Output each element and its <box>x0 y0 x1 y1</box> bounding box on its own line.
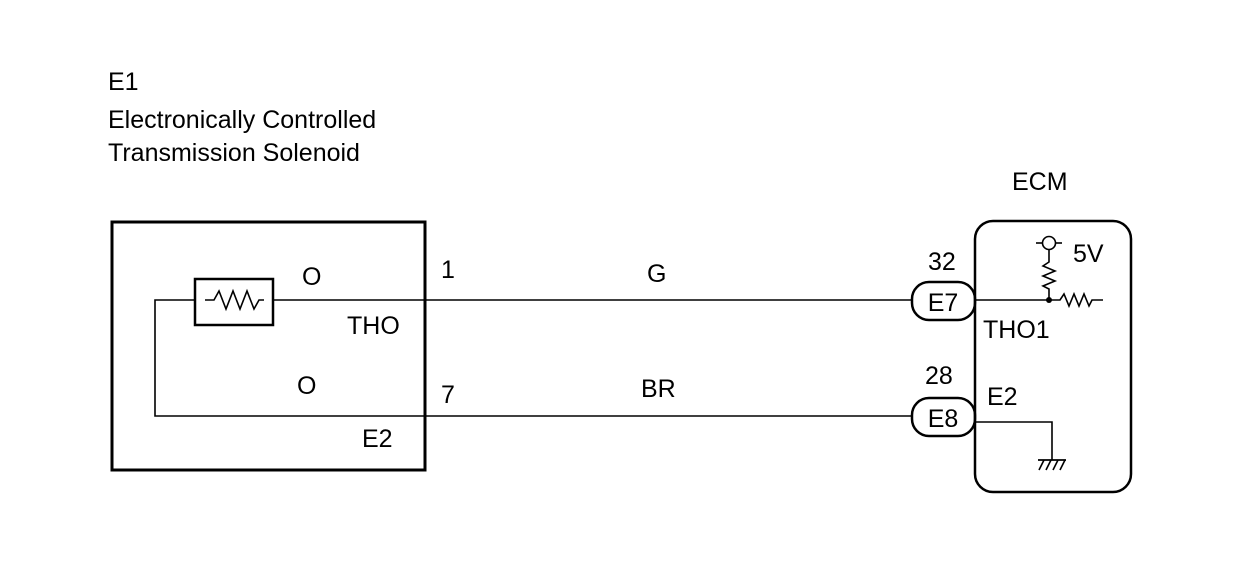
pin-number-32: 32 <box>928 248 956 276</box>
solenoid-box <box>110 220 427 472</box>
component-name-line2: Transmission Solenoid <box>108 139 360 167</box>
wire-color-br: BR <box>641 375 676 403</box>
pin-marker-bottom: O <box>297 372 316 400</box>
component-code: E1 <box>108 68 139 96</box>
pin-signal-e2: E2 <box>362 425 393 453</box>
connector-e7-label: E7 <box>928 289 959 317</box>
pin-marker-top: O <box>302 263 321 291</box>
connector-e8-label: E8 <box>928 405 959 433</box>
pin-number-28: 28 <box>925 362 953 390</box>
ground-icon <box>1038 459 1066 471</box>
supply-voltage-label: 5V <box>1073 240 1104 268</box>
wire-color-g: G <box>647 260 666 288</box>
ecm-title: ECM <box>1012 168 1068 196</box>
ecm-signal-e2: E2 <box>987 383 1018 411</box>
pullup-resistor-icon <box>1040 249 1058 300</box>
ecm-ground-wire <box>975 421 1053 460</box>
ecm-signal-tho1: THO1 <box>983 316 1050 344</box>
resistor-icon <box>193 277 275 327</box>
component-name-line1: Electronically Controlled <box>108 106 376 134</box>
pin-number-7: 7 <box>441 381 455 409</box>
solenoid-internal-ground-wire <box>154 299 425 417</box>
ecm-box <box>973 219 1133 494</box>
pin-signal-tho: THO <box>347 312 400 340</box>
input-resistor-icon <box>1049 291 1103 309</box>
supply-terminal-icon <box>1036 235 1062 251</box>
pin-number-1: 1 <box>441 256 455 284</box>
